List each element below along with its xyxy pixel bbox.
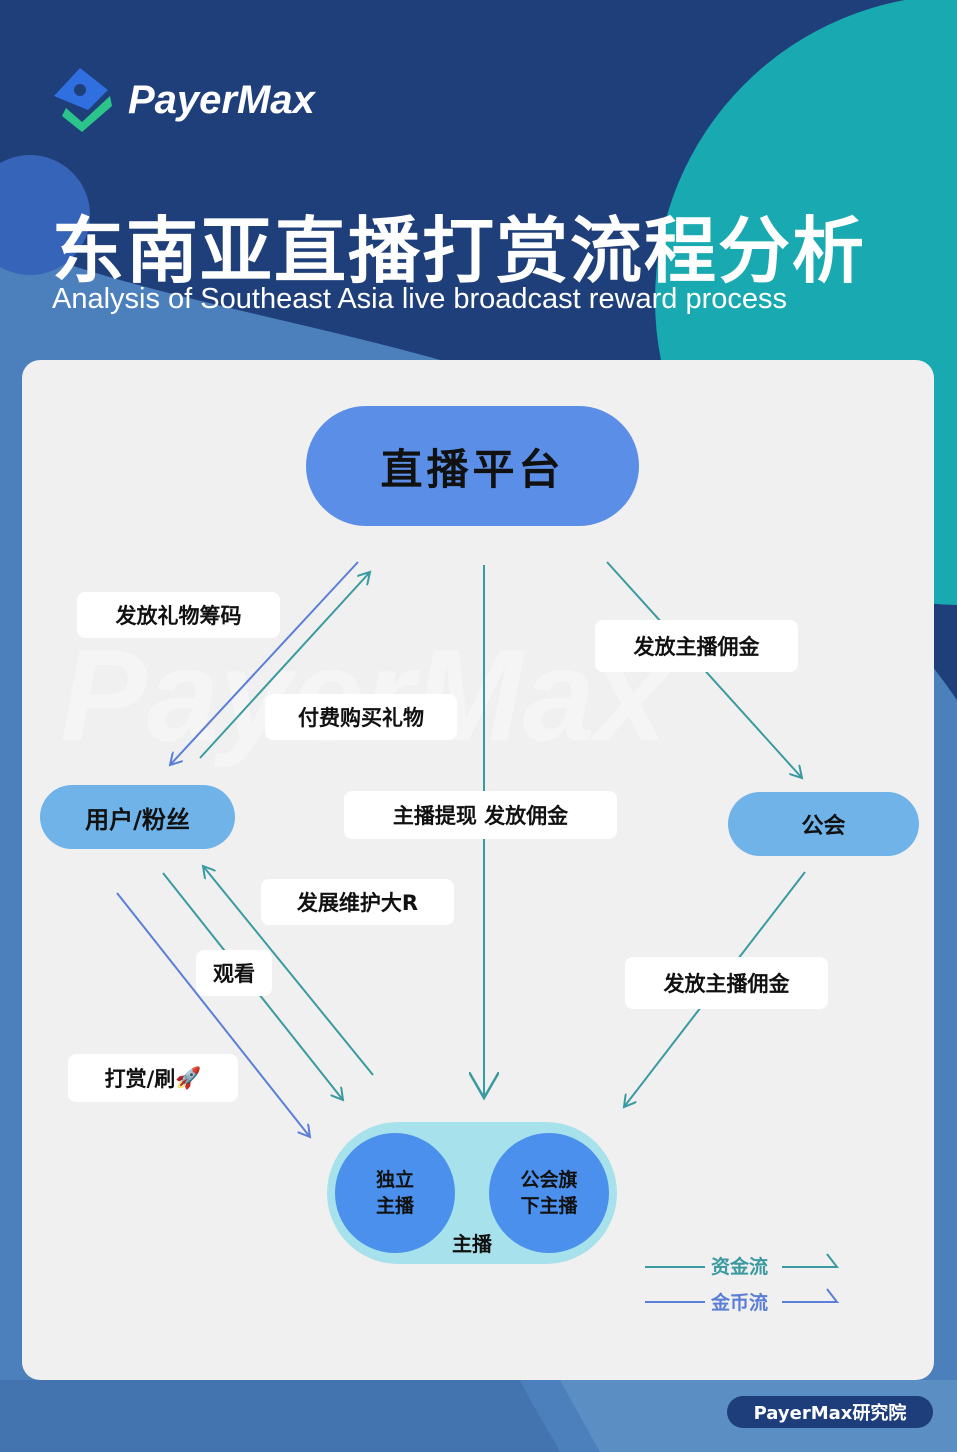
label-develop-big-r: 发展维护大R — [261, 879, 454, 925]
payermax-logo-icon — [54, 68, 112, 132]
node-independent-anchor: 独立主播 — [335, 1133, 455, 1253]
arrow-pay-gift — [199, 572, 370, 759]
footer-badge: PayerMax研究院 — [727, 1396, 933, 1428]
page-subtitle: Analysis of Southeast Asia live broadcas… — [52, 283, 788, 315]
legend-coin-arrow — [782, 1288, 840, 1303]
label-watch: 观看 — [196, 950, 272, 996]
legend-coin-flow: 金币流 — [711, 1292, 769, 1314]
arrow-develop-big-r — [203, 866, 374, 1076]
guild-anchor-line1: 公会旗 — [520, 1169, 578, 1191]
label-commission-to-anchor: 发放主播佣金 — [625, 957, 828, 1009]
independent-anchor-line1: 独立 — [375, 1169, 414, 1191]
brand-logo: PayerMax — [50, 66, 315, 134]
rocket-icon: 🚀 — [175, 1065, 202, 1090]
label-commission-to-guild: 发放主播佣金 — [595, 620, 798, 672]
anchor-label: 主播 — [452, 1232, 492, 1256]
node-anchor-group: 独立主播 公会旗下主播 主播 — [327, 1122, 617, 1264]
tip-text: 打赏/刷 — [104, 1067, 176, 1091]
label-withdraw-commission: 主播提现 发放佣金 — [344, 791, 617, 839]
legend-money-arrow — [782, 1253, 840, 1268]
independent-anchor-line2: 主播 — [375, 1195, 414, 1217]
node-live-platform: 直播平台 — [306, 406, 639, 526]
node-user-fans: 用户/粉丝 — [40, 785, 235, 849]
legend-money-flow: 资金流 — [711, 1256, 769, 1278]
node-guild: 公会 — [728, 792, 919, 856]
arrow-gift-chips — [170, 561, 359, 765]
brand-name: PayerMax — [128, 77, 315, 122]
arrow-tip — [116, 892, 310, 1137]
guild-anchor-line2: 下主播 — [520, 1195, 578, 1217]
node-guild-anchor: 公会旗下主播 — [489, 1133, 609, 1253]
label-tip: 打赏/刷🚀 — [68, 1054, 238, 1102]
label-issue-gift-chips: 发放礼物筹码 — [77, 592, 280, 638]
page-title: 东南亚直播打赏流程分析 — [52, 209, 867, 293]
label-pay-buy-gift: 付费购买礼物 — [265, 694, 457, 740]
